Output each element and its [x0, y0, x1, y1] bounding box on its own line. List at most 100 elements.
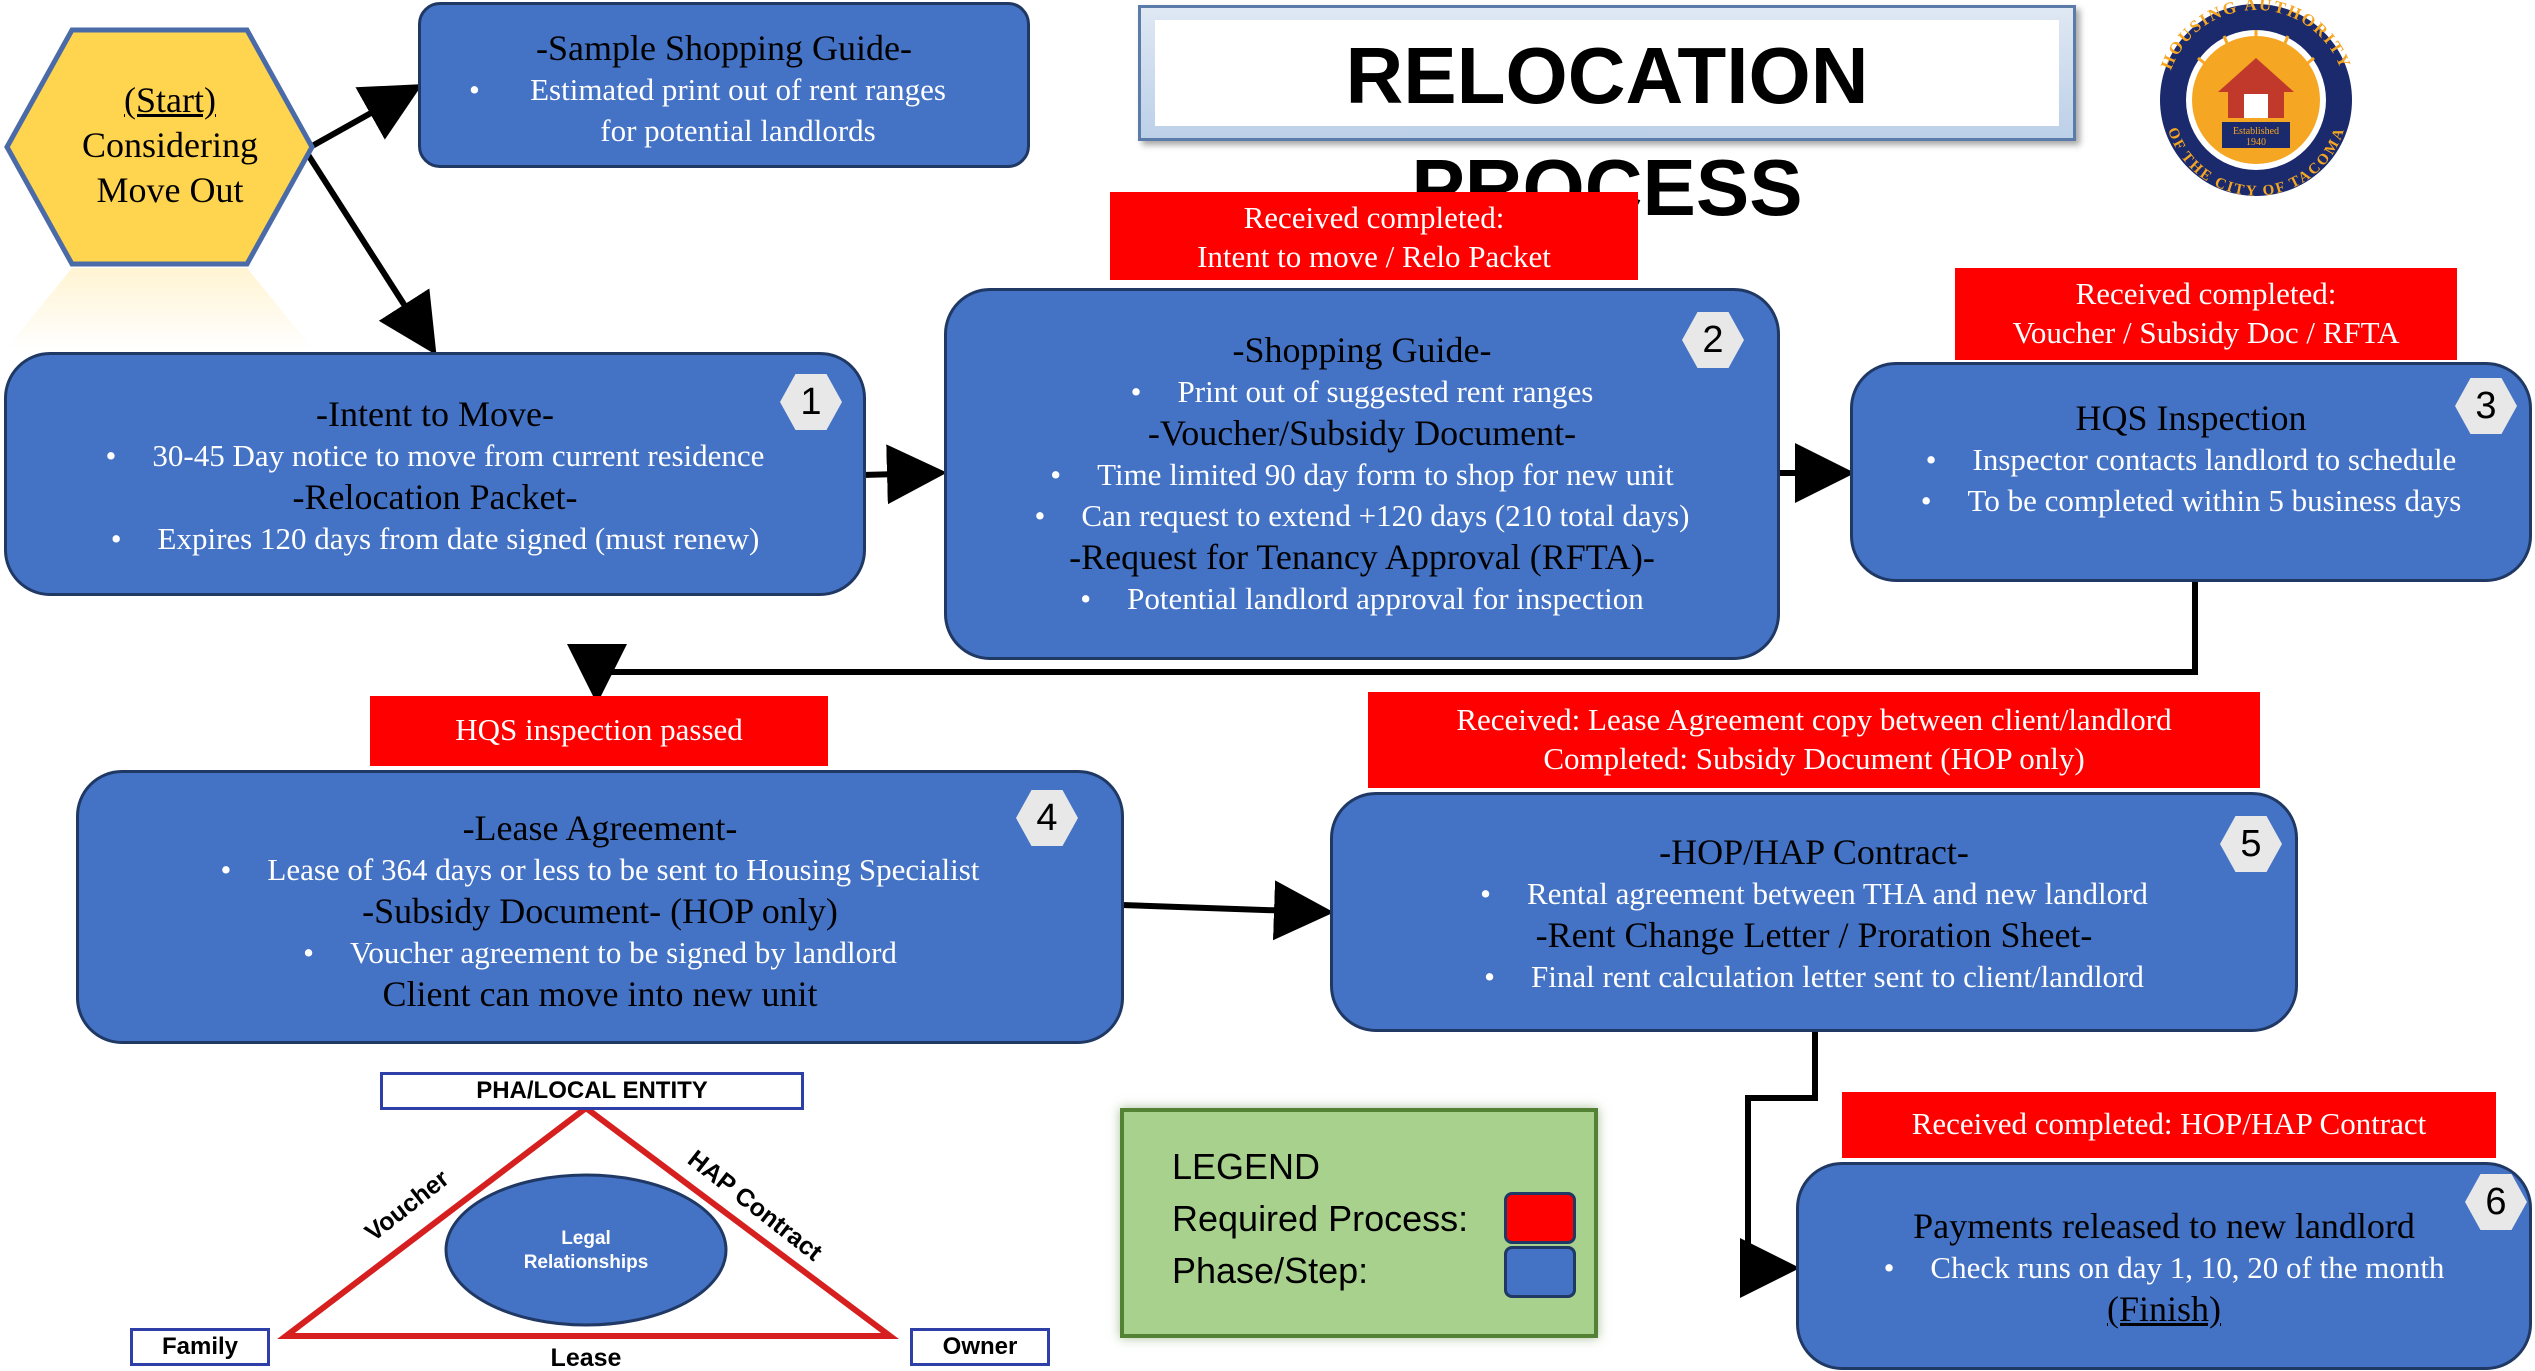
step-bullet: • Potential landlord approval for inspect… — [947, 578, 1777, 619]
step-bullet-text: Print out of suggested rent ranges — [1177, 374, 1594, 409]
step-bullet: • Expires 120 days from date signed (must… — [7, 518, 863, 559]
triangle-top-label: PHA/LOCAL ENTITY — [380, 1072, 804, 1110]
step-bullet-text: Final rent calculation letter sent to cl… — [1530, 959, 2144, 994]
arrow-step5-to-step6 — [1740, 1032, 1818, 1298]
step-bullet-text: Lease of 364 days or less to be sent to … — [267, 852, 980, 887]
step-heading: -Intent to Move- — [316, 394, 554, 434]
bullet-glyph: • — [1480, 876, 1491, 911]
bullet-glyph: • — [1484, 959, 1495, 994]
step-bullet-text: Inspector contacts landlord to schedule — [1972, 442, 2457, 477]
title-frame: RELOCATION PROCESS — [1138, 5, 2076, 232]
step-6-box: Payments released to new landlord•Check … — [1796, 1162, 2532, 1370]
tha-logo: Established 1940 HOUSING AUTHORITY OF TH… — [2157, 0, 2353, 200]
step-bullet: •Check runs on day 1, 10, 20 of the mont… — [1799, 1247, 2529, 1288]
bullet-glyph: • — [1925, 442, 1937, 477]
bullet-glyph: • — [105, 438, 117, 473]
step-5-box: -HOP/HAP Contract- • Rental agreement betw… — [1330, 792, 2298, 1032]
step-bullet: • Time limited 90 day form to shop for ne… — [947, 454, 1777, 495]
bullet-glyph: • — [1050, 457, 1062, 492]
required-step6: Received completed: HOP/HAP Contract — [1842, 1092, 2496, 1158]
step-heading: Client can move into new unit — [382, 974, 818, 1014]
step-4-box: -Lease Agreement- • Lease of 364 days or l… — [76, 770, 1124, 1044]
bullet-glyph: • — [220, 852, 232, 887]
step-bullet-text: Potential landlord approval for inspecti… — [1127, 581, 1644, 616]
step-heading: -Rent Change Letter / Proration Sheet- — [1535, 915, 2093, 955]
triangle-bottom-side: Lease — [551, 1344, 622, 1370]
sample-guide-bullet: • Estimated print out of rent ranges — [421, 69, 1027, 110]
start-line3: Move Out — [96, 170, 244, 210]
step-bullet-text: Expires 120 days from date signed (must … — [157, 521, 760, 556]
triangle-right-label: Owner — [910, 1328, 1050, 1366]
legend-required-swatch — [1504, 1192, 1576, 1244]
sample-shopping-guide-box: -Sample Shopping Guide- • Estimated prin… — [418, 2, 1030, 168]
bullet-glyph: • — [469, 72, 480, 107]
arrow-start-to-step1 — [302, 148, 437, 356]
step-bullet: •30-45 Day notice to move from current r… — [7, 435, 863, 476]
step-bullet-text: Can request to extend +120 days (210 tot… — [1081, 498, 1690, 533]
required-step4-line1: HQS inspection passed — [455, 712, 743, 747]
start-line2: Considering — [82, 125, 258, 165]
sample-guide-heading: -Sample Shopping Guide- — [536, 28, 912, 68]
step-heading: -Subsidy Document- (HOP only) — [362, 891, 838, 931]
step-heading: HQS Inspection — [2075, 398, 2307, 438]
step-3-box: HQS Inspection • Inspector contacts landlo… — [1850, 362, 2532, 582]
bullet-glyph: • — [1920, 483, 1932, 518]
step-heading: -Request for Tenancy Approval (RFTA)- — [1069, 537, 1655, 577]
step-bullet: • Print out of suggested rent ranges — [947, 371, 1777, 412]
page-title: RELOCATION PROCESS — [1155, 20, 2059, 232]
required-step6-line1: Received completed: HOP/HAP Contract — [1911, 1106, 2427, 1141]
required-step3-line1: Received completed: — [2075, 276, 2337, 311]
step-heading: -Lease Agreement- — [462, 808, 738, 848]
triangle-left-label: Family — [130, 1328, 270, 1366]
step-bullet-text: Voucher agreement to be signed by landlo… — [349, 935, 897, 970]
step-heading: Payments released to new landlord — [1913, 1206, 2415, 1246]
step-bullet: • Can request to extend +120 days (210 to… — [947, 495, 1777, 536]
logo-year: 1940 — [2246, 137, 2266, 148]
step-number-2: 2 — [1682, 312, 1744, 368]
start-label: (Start) Considering Move Out — [20, 78, 320, 213]
legend-title: LEGEND — [1172, 1146, 1321, 1187]
required-step3-line2: Voucher / Subsidy Doc / RFTA — [2012, 315, 2400, 350]
bullet-glyph: • — [1130, 374, 1142, 409]
triangle-left-side: Voucher — [360, 1164, 455, 1247]
step-1-box: -Intent to Move-•30-45 Day notice to mov… — [4, 352, 866, 596]
step-bullet: • Inspector contacts landlord to schedule — [1853, 439, 2529, 480]
legal-relationships-triangle: Legal Relationships Voucher HAP Contract… — [277, 1104, 899, 1370]
required-step2: Received completed: Intent to move / Rel… — [1110, 192, 1638, 280]
step-number-4: 4 — [1016, 790, 1078, 846]
required-step3: Received completed: Voucher / Subsidy Do… — [1955, 268, 2457, 360]
arrow-step3-to-step4 — [567, 580, 2198, 704]
step-bullet-text: Rental agreement between THA and new lan… — [1526, 876, 2148, 911]
bullet-glyph: • — [1034, 498, 1046, 533]
step-heading: -HOP/HAP Contract- — [1659, 832, 1969, 872]
arrow-step1-to-step2 — [861, 444, 947, 505]
bullet-glyph: • — [1883, 1250, 1895, 1285]
legend-phase-label: Phase/Step: — [1172, 1250, 1369, 1291]
triangle-center-line2: Relationships — [524, 1252, 649, 1273]
required-step5-line1: Received: Lease Agreement copy between c… — [1456, 702, 2172, 737]
step-heading: -Voucher/Subsidy Document- — [1147, 413, 1577, 453]
sample-guide-bullet-cont: for potential landlords — [600, 113, 876, 148]
required-step2-line1: Received completed: — [1243, 200, 1505, 235]
legend-phase-swatch — [1504, 1246, 1576, 1298]
step-bullet-text: Time limited 90 day form to shop for new… — [1097, 457, 1674, 492]
legend-box: LEGEND Required Process: Phase/Step: — [1120, 1108, 1598, 1338]
legal-relationships-ellipse — [444, 1173, 728, 1327]
arrow-step4-to-step5 — [1121, 880, 1334, 941]
arrow-start-to-sample — [303, 84, 423, 153]
step-bullet: • Lease of 364 days or less to be sent to… — [79, 849, 1121, 890]
start-line1: (Start) — [124, 80, 216, 120]
required-step5: Received: Lease Agreement copy between c… — [1368, 692, 2260, 788]
legend-required-label: Required Process: — [1172, 1198, 1469, 1239]
step-bullet: • Voucher agreement to be signed by landl… — [79, 932, 1121, 973]
bullet-glyph: • — [303, 935, 314, 970]
sample-guide-bullet-text: Estimated print out of rent ranges — [530, 72, 946, 107]
start-reflection — [7, 268, 312, 348]
start-hexagon — [4, 27, 315, 267]
step-heading: -Shopping Guide- — [1232, 330, 1492, 370]
bullet-glyph: • — [1080, 581, 1092, 616]
bullet-glyph: • — [110, 521, 122, 556]
triangle-center-line1: Legal — [561, 1228, 611, 1249]
